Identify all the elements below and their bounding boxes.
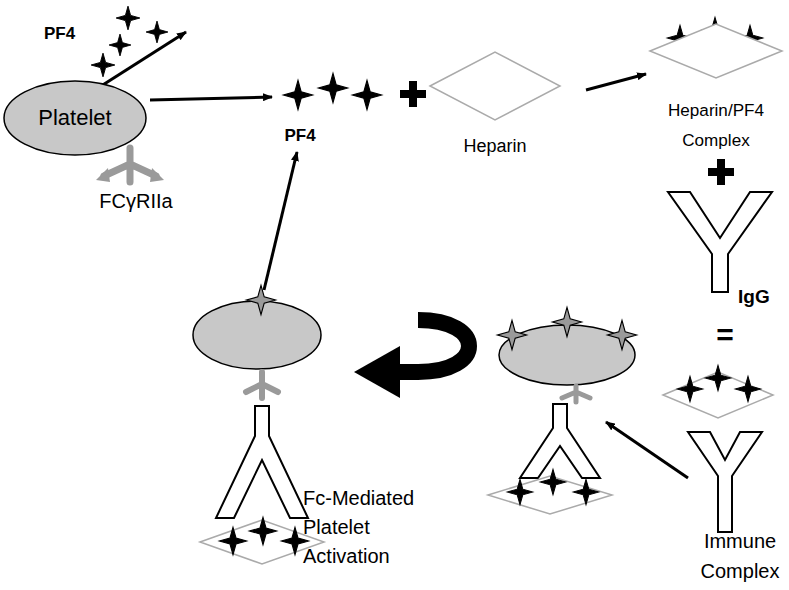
igg-antibody	[520, 404, 600, 478]
node-label: Heparin/PF4 Complex	[648, 96, 784, 156]
pf4-stars	[507, 469, 598, 504]
platelet	[193, 301, 321, 369]
flow-arrow	[586, 74, 646, 90]
pf4-stars	[246, 285, 275, 314]
pf4-stars	[497, 307, 636, 349]
igg-antibody	[668, 192, 772, 292]
node-label: Platelet	[38, 105, 111, 131]
cycle-arrow-head	[354, 346, 400, 398]
complex-label: Immune Complex	[694, 526, 786, 586]
release-arrow	[150, 97, 272, 100]
heparin-diamond: Heparin	[428, 50, 562, 157]
diamond-outline	[428, 50, 562, 122]
pf4-stars	[219, 517, 308, 554]
pf4-stars	[283, 73, 381, 109]
pf4-label: PF4	[275, 126, 325, 146]
diamond-outline	[648, 22, 784, 80]
pf4-label: PF4	[44, 24, 94, 44]
release-arrow	[264, 152, 297, 290]
receptor-label: FCγRIIa	[86, 190, 186, 213]
igg-antibody	[688, 432, 762, 532]
fc-receptor	[104, 148, 156, 182]
fc-receptor	[562, 386, 590, 402]
pf4-stars	[677, 365, 760, 401]
antibody-label: IgG	[738, 286, 784, 308]
equals-sign: =	[700, 318, 750, 352]
fc-receptor	[246, 372, 278, 398]
fc-receptor-heads	[96, 168, 164, 182]
node-label: Heparin	[428, 136, 562, 157]
release-arrow	[98, 32, 186, 88]
cycle-arrow	[396, 320, 469, 372]
complex-diamond: Heparin/PF4 Complex	[648, 22, 784, 156]
process-label: Fc-Mediated Platelet Activation	[303, 484, 453, 571]
binding-arrow	[606, 422, 688, 478]
igg-antibody	[216, 406, 308, 518]
platelet-cell: Platelet	[3, 80, 147, 156]
